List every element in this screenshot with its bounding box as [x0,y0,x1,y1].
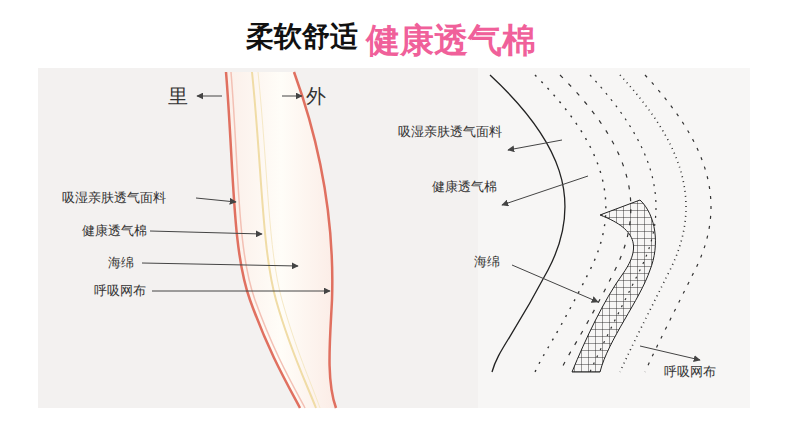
layer-label: 海绵 [474,254,500,270]
layer-label: 海绵 [108,255,134,271]
layer-illustration [226,72,336,408]
layer-label: 呼吸网布 [94,283,146,299]
leader-line [502,140,700,360]
layer-label: 健康透气棉 [432,179,497,195]
layer-sketch [490,75,711,372]
layer-label: 呼吸网布 [664,364,716,380]
side-label: 里 [168,84,188,108]
title: 柔软舒适 [246,20,358,54]
layer-label: 健康透气棉 [82,223,147,239]
title-highlight: 健康透气棉 [366,20,536,61]
panel-ground [478,68,750,408]
side-label: 外 [306,84,326,108]
panel-ground [38,68,750,408]
leader-line [142,96,330,291]
layer-label: 吸湿亲肤透气面料 [62,190,166,206]
layer-label: 吸湿亲肤透气面料 [398,124,502,140]
